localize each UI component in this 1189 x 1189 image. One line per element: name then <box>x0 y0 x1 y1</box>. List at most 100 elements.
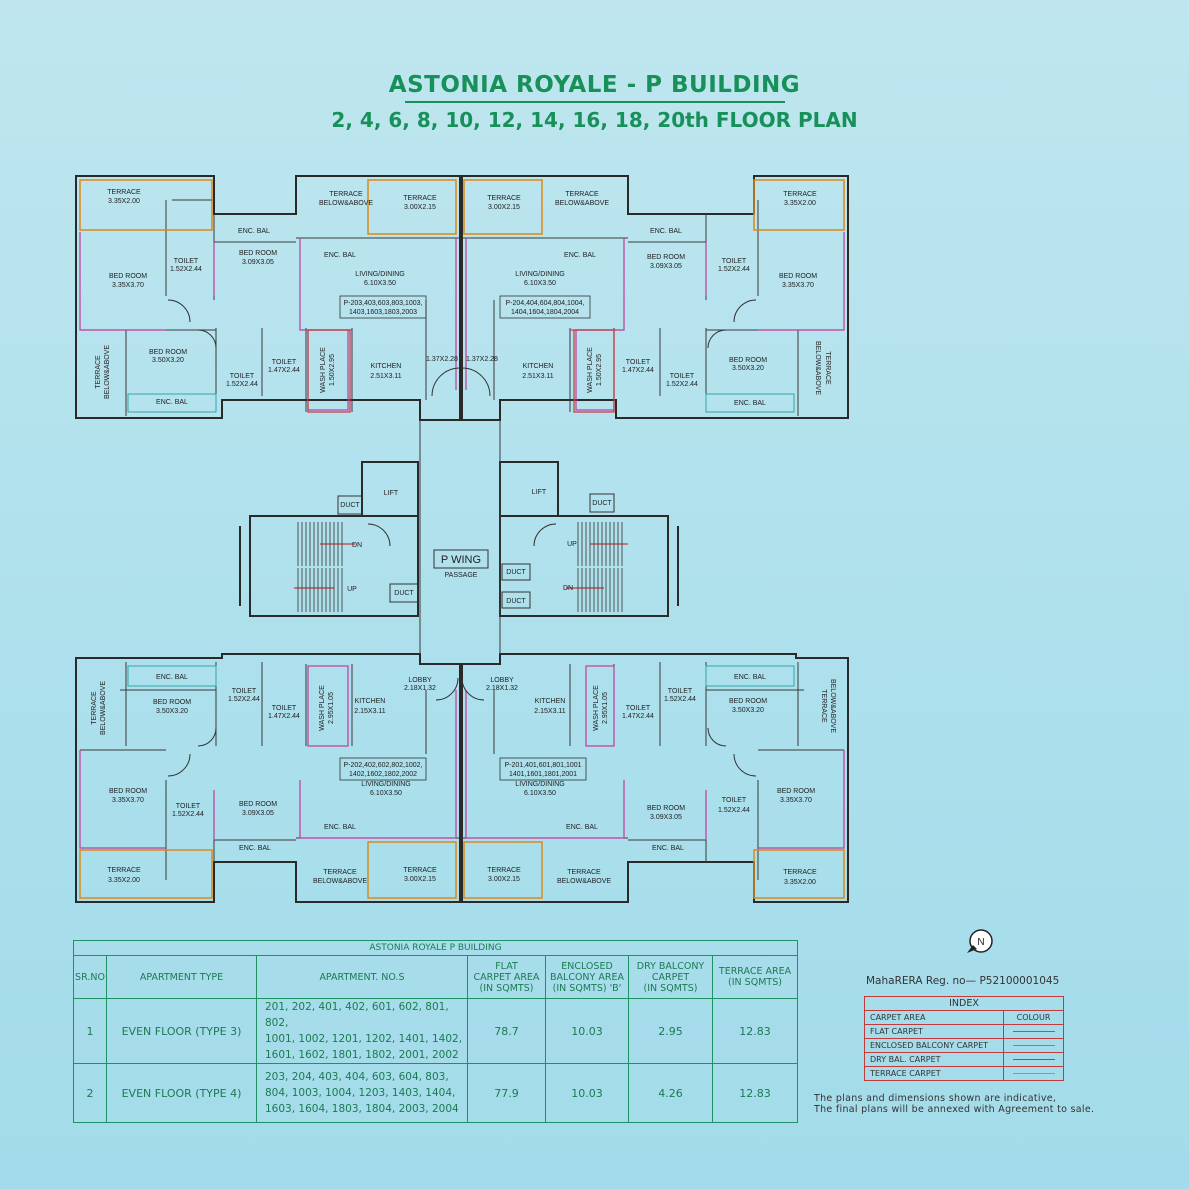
terrace-ba-label-2: BELOW&ABOVE <box>555 200 609 207</box>
enclosed-balcony-lines <box>127 393 795 687</box>
toilet-size: 1.47X2.44 <box>268 367 300 374</box>
row-type: EVEN FLOOR (TYPE 4) <box>106 1063 257 1123</box>
bed-room-size: 3.50X3.20 <box>732 707 764 714</box>
header-nos: APARTMENT. NO.S <box>256 955 468 999</box>
toilet-size: 1.47X2.44 <box>622 367 654 374</box>
row-enclosed-area: 10.03 <box>545 998 629 1064</box>
enc-bal-label: ENC. BAL <box>156 674 188 681</box>
terrace-size: 3.00X2.15 <box>404 204 436 211</box>
disclaimer-line2: The final plans will be annexed with Agr… <box>814 1104 1095 1115</box>
row-apartment-nos: 201, 202, 401, 402, 601, 602, 801, 802,1… <box>256 998 468 1064</box>
toilet-label: TOILET <box>722 258 747 265</box>
bed-room-size: 3.09X3.05 <box>650 263 682 270</box>
terrace-ba-label-2: BELOW&ABOVE <box>319 200 373 207</box>
living-size: 6.10X3.50 <box>524 790 556 797</box>
lobby-label: LOBBY <box>408 677 432 684</box>
table-caption: ASTONIA ROYALE P BUILDING <box>73 940 798 956</box>
compass-n-label: N <box>977 937 984 948</box>
title-underline <box>405 101 785 103</box>
enc-bal-label: ENC. BAL <box>324 252 356 259</box>
bed-room-size: 3.09X3.05 <box>242 259 274 266</box>
terrace-ba-label-2: BELOW&ABOVE <box>104 345 111 399</box>
living-size: 6.10X3.50 <box>524 280 556 287</box>
terrace-size: 3.00X2.15 <box>404 876 436 883</box>
flat-number-box <box>499 757 587 781</box>
wash-place-size: 1.50X2.95 <box>329 354 336 386</box>
lift-label: LIFT <box>384 490 399 497</box>
row-srno: 2 <box>73 1063 107 1123</box>
enc-bal-label: ENC. BAL <box>734 674 766 681</box>
rera-number: MahaRERA Reg. no— P52100001045 <box>866 975 1060 987</box>
terrace-ba-label-2: BELOW&ABOVE <box>100 681 107 735</box>
page-subtitle: 2, 4, 6, 8, 10, 12, 14, 16, 18, 20th FLO… <box>331 108 858 132</box>
bed-room-size: 3.09X3.05 <box>242 810 274 817</box>
toilet-size: 1.47X2.44 <box>268 713 300 720</box>
kitchen-label: KITCHEN <box>523 363 554 370</box>
toilet-label: TOILET <box>668 688 693 695</box>
terrace-label: TERRACE <box>783 869 817 876</box>
row-srno: 1 <box>73 998 107 1064</box>
toilet-label: TOILET <box>722 797 747 804</box>
bed-room-label: BED ROOM <box>647 805 685 812</box>
flat-number-box <box>339 757 427 781</box>
enc-bal-label: ENC. BAL <box>566 824 598 831</box>
kitchen-label: KITCHEN <box>355 698 386 705</box>
index-header-row: CARPET AREA COLOUR <box>864 1010 1064 1025</box>
toilet-size: 1.52X2.44 <box>666 381 698 388</box>
toilet-label: TOILET <box>626 705 651 712</box>
flat-number-box <box>499 295 591 319</box>
index-item: FLAT CARPET <box>864 1024 1064 1039</box>
enc-bal-label: ENC. BAL <box>734 400 766 407</box>
terrace-label: TERRACE <box>107 189 141 196</box>
area-table: ASTONIA ROYALE P BUILDING SR.NO APARTMEN… <box>73 940 798 1123</box>
toilet-size: 1.52X2.44 <box>718 266 750 273</box>
lobby-size: 2.18X1.32 <box>486 685 518 692</box>
terrace-size: 3.00X2.15 <box>488 204 520 211</box>
index-item: DRY BAL. CARPET <box>864 1052 1064 1067</box>
header-srno: SR.NO <box>73 955 107 999</box>
bed-room-label: BED ROOM <box>729 357 767 364</box>
bed-room-label: BED ROOM <box>149 349 187 356</box>
up-label: UP <box>567 541 577 548</box>
row-flat-area: 77.9 <box>467 1063 546 1123</box>
toilet-size: 1.52X2.44 <box>170 266 202 273</box>
index-item-label: FLAT CARPET <box>864 1024 1004 1039</box>
core: DUCT LIFT LIFT DUCT DN UP UP DN DUCT DUC… <box>337 489 615 609</box>
terrace-label: TERRACE <box>487 867 521 874</box>
terrace-label: TERRACE <box>783 191 817 198</box>
toilet-size: 1.52X2.44 <box>664 696 696 703</box>
enc-bal-label: ENC. BAL <box>238 228 270 235</box>
header-type: APARTMENT TYPE <box>106 955 257 999</box>
flat-numbers-line1: P-202,402,602,802,1002, <box>343 762 422 769</box>
index-item: TERRACE CARPET <box>864 1066 1064 1081</box>
door-swings <box>167 299 757 777</box>
bed-room-label: BED ROOM <box>109 273 147 280</box>
bed-room-label: BED ROOM <box>777 788 815 795</box>
terrace-ba-label-2: BELOW&ABOVE <box>313 878 367 885</box>
north-compass-icon: N <box>967 929 993 953</box>
row-terrace-area: 12.83 <box>712 1063 798 1123</box>
toilet-label: TOILET <box>670 373 695 380</box>
index-item: ENCLOSED BALCONY CARPET <box>864 1038 1064 1053</box>
row-dry-area: 2.95 <box>628 998 713 1064</box>
bed-room-size: 3.35X3.70 <box>112 797 144 804</box>
up-label: UP <box>347 586 357 593</box>
terrace-size: 3.35X2.00 <box>108 198 140 205</box>
kitchen-label: KITCHEN <box>535 698 566 705</box>
living-label: LIVING/DINING <box>355 271 404 278</box>
flat-numbers-line2: 1402,1602,1802,2002 <box>349 771 417 778</box>
row-terrace-area: 12.83 <box>712 998 798 1064</box>
toilet-label: TOILET <box>176 803 201 810</box>
flat-numbers-line2: 1404,1604,1804,2004 <box>511 309 579 316</box>
colour-index: INDEX CARPET AREA COLOUR FLAT CARPET ENC… <box>864 996 1064 1081</box>
row-type: EVEN FLOOR (TYPE 3) <box>106 998 257 1064</box>
bed-room-label: BED ROOM <box>153 699 191 706</box>
terrace-ba-label-2: BELOW&ABOVE <box>557 878 611 885</box>
bed-room-size: 3.09X3.05 <box>650 814 682 821</box>
index-title: INDEX <box>864 996 1064 1011</box>
index-item-label: TERRACE CARPET <box>864 1066 1004 1081</box>
lobby-label: LOBBY <box>490 677 514 684</box>
toilet-label: TOILET <box>174 258 199 265</box>
lift-label: LIFT <box>532 489 547 496</box>
